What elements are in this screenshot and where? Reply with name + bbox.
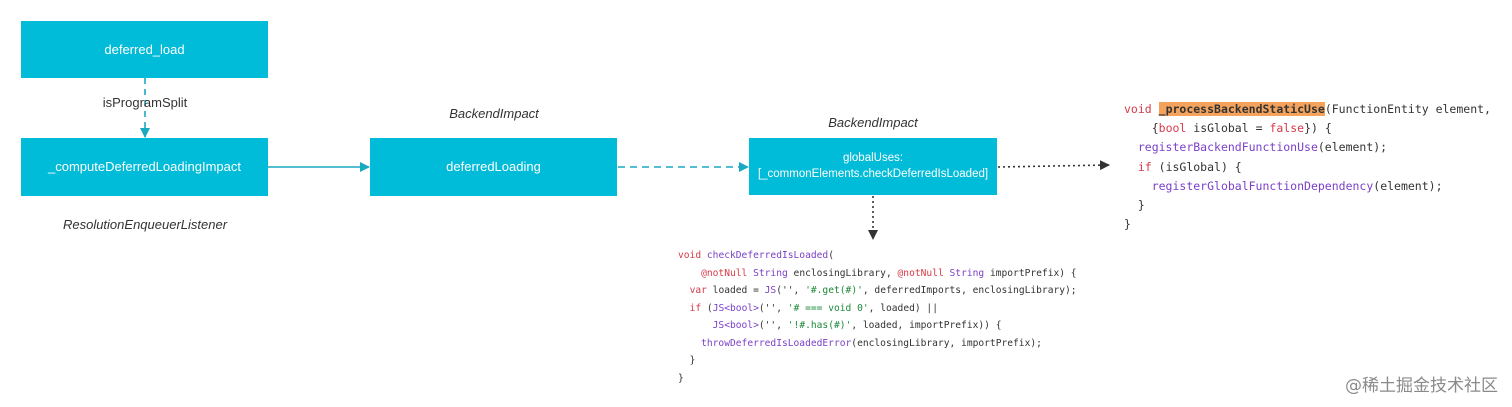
code-token: , loaded, importPrefix)) { <box>851 320 1002 331</box>
code-token: ('', <box>776 285 806 296</box>
code-token: isGlobal = <box>1186 121 1270 136</box>
code-token: registerBackendFunctionUse <box>1137 140 1318 155</box>
node-global-uses: globalUses: [_commonElements.checkDeferr… <box>749 138 997 195</box>
code-token: var <box>689 285 707 296</box>
code-line: var loaded = JS('', '#.get(#)', deferred… <box>678 282 1077 300</box>
code-token: '!#.has(#)' <box>787 320 852 331</box>
code-token: JS<bool> <box>712 320 759 331</box>
code-token: JS <box>764 285 777 296</box>
code-line: void _processBackendStaticUse(FunctionEn… <box>1124 100 1491 119</box>
node-compute-label: _computeDeferredLoadingImpact <box>48 159 241 175</box>
node-deferred-load-label: deferred_load <box>104 41 185 57</box>
code-token: String <box>753 267 788 279</box>
code-token: ( <box>828 250 834 261</box>
code-line: if (isGlobal) { <box>1124 158 1491 177</box>
code-process-backend-static-use: void _processBackendStaticUse(FunctionEn… <box>1124 100 1491 234</box>
code-token: bool <box>1158 121 1187 136</box>
code-token: registerGlobalFunctionDependency <box>1151 178 1374 193</box>
code-line: void checkDeferredIsLoaded( <box>678 247 1077 265</box>
code-token: '#.get(#)' <box>805 285 863 296</box>
code-token: } <box>1137 198 1145 213</box>
label-is-program-split: isProgramSplit <box>102 95 188 110</box>
code-token: , loaded) || <box>868 302 938 314</box>
label-backend-impact-2: BackendImpact <box>828 115 918 130</box>
node-global-uses-line1: globalUses: <box>842 151 904 164</box>
node-deferred-loading-label: deferredLoading <box>446 159 541 175</box>
code-token: if <box>689 302 702 314</box>
code-line: registerGlobalFunctionDependency(element… <box>1124 177 1491 196</box>
code-line: registerBackendFunctionUse(element); <box>1124 138 1491 157</box>
code-token: { <box>1151 121 1159 136</box>
code-line: } <box>1124 215 1491 234</box>
code-token: loaded = <box>706 285 765 296</box>
code-token: '# === void 0' <box>787 302 869 314</box>
code-token: (FunctionEntity element, <box>1324 102 1491 116</box>
code-token: false <box>1269 121 1305 136</box>
code-token: checkDeferredIsLoaded <box>706 250 829 261</box>
code-token: }) { <box>1304 121 1332 136</box>
code-token: if <box>1137 159 1152 174</box>
code-token: , deferredImports, enclosingLibrary); <box>862 285 1077 296</box>
code-token: (element); <box>1317 140 1388 155</box>
code-line: @notNull String enclosingLibrary, @notNu… <box>678 265 1077 283</box>
code-token: } <box>689 355 696 366</box>
code-token: ( <box>701 302 713 314</box>
code-line: } <box>1124 196 1491 215</box>
code-token: @notNull <box>701 267 748 279</box>
code-token: ('', <box>758 320 788 331</box>
code-token: } <box>678 372 684 384</box>
node-compute-deferred-loading-impact: _computeDeferredLoadingImpact <box>21 138 268 196</box>
code-line: {bool isGlobal = false}) { <box>1124 119 1491 138</box>
code-token: void <box>1124 102 1152 116</box>
code-token: (element); <box>1373 178 1443 193</box>
code-token: ('', <box>758 302 788 314</box>
code-line: throwDeferredIsLoadedError(enclosingLibr… <box>678 335 1077 353</box>
label-backend-impact-1: BackendImpact <box>449 106 539 121</box>
code-token: String <box>949 267 985 279</box>
code-token: throwDeferredIsLoadedError <box>701 337 852 349</box>
node-global-uses-line2: [_commonElements.checkDeferredIsLoaded] <box>757 167 989 180</box>
code-token: @notNull <box>897 267 944 279</box>
code-line: JS<bool>('', '!#.has(#)', loaded, import… <box>678 317 1077 335</box>
code-check-deferred-is-loaded: void checkDeferredIsLoaded( @notNull Str… <box>678 247 1077 387</box>
code-token: JS<bool> <box>712 302 759 314</box>
watermark: @稀土掘金技术社区 <box>1345 376 1498 396</box>
code-token-highlighted: _processBackendStaticUse <box>1158 102 1325 116</box>
code-line: if (JS<bool>('', '# === void 0', loaded)… <box>678 300 1077 318</box>
node-deferred-load: deferred_load <box>21 21 268 78</box>
arrow-global-uses-to-process-code <box>997 160 1110 171</box>
code-token: enclosingLibrary, <box>787 267 898 279</box>
code-token: importPrefix) { <box>984 267 1077 279</box>
node-deferred-loading: deferredLoading <box>370 138 617 196</box>
code-token: void <box>678 250 702 261</box>
code-token: } <box>1124 217 1131 232</box>
code-token: (isGlobal) { <box>1151 159 1242 174</box>
code-token: (enclosingLibrary, importPrefix); <box>851 337 1042 349</box>
code-line: } <box>678 352 1077 370</box>
code-line: } <box>678 370 1077 388</box>
label-resolution-enqueuer-listener: ResolutionEnqueuerListener <box>62 217 228 232</box>
